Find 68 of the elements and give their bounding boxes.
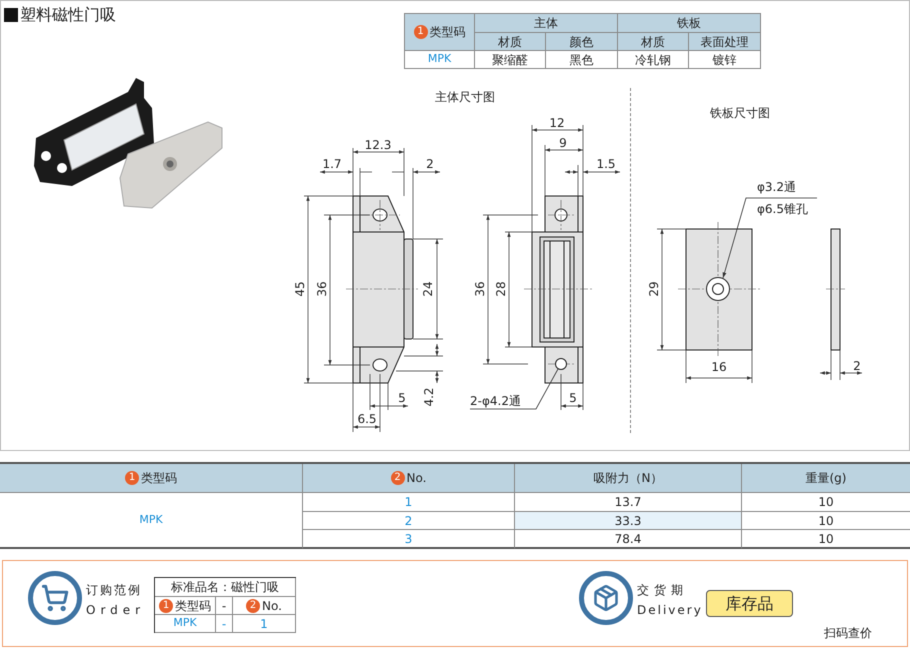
cell-text: 10 bbox=[818, 530, 834, 548]
cell-text: 3 bbox=[404, 530, 412, 548]
dimension-label: 2 bbox=[853, 360, 861, 372]
dimension-label: 36 bbox=[316, 281, 328, 297]
section-label: Delivery bbox=[637, 604, 703, 616]
callout-text: φ6.5锥孔 bbox=[757, 203, 809, 215]
dimension-label: 36 bbox=[474, 281, 486, 297]
dimension-label: 2 bbox=[426, 158, 434, 170]
cell-text: 标准品名：磁性门吸 bbox=[171, 579, 279, 596]
cell-text: 黑色 bbox=[570, 52, 594, 68]
cell-text: 10 bbox=[818, 512, 834, 530]
dimension-label: 28 bbox=[495, 281, 507, 297]
cell-text: 13.7 bbox=[614, 494, 642, 511]
cell-text: MPK bbox=[173, 615, 197, 632]
cell-text: - bbox=[222, 598, 226, 614]
cell-text: 材质 bbox=[498, 34, 522, 50]
dimension-label: 12.3 bbox=[364, 139, 392, 151]
cell-text: 重量(g) bbox=[806, 470, 846, 487]
cell-text: 类型码 bbox=[175, 598, 211, 614]
cell-text: - bbox=[222, 616, 226, 632]
section-label: 交货期 bbox=[637, 584, 688, 596]
cell-text: 材质 bbox=[641, 34, 665, 50]
cell-text: 铁板 bbox=[677, 15, 701, 32]
dimension-label: 5 bbox=[569, 392, 577, 404]
cell-text: 类型码 bbox=[430, 24, 466, 41]
number-badge: 2 bbox=[390, 471, 405, 485]
cell-text: No. bbox=[262, 598, 282, 614]
dimension-label: 5 bbox=[398, 392, 406, 404]
dimension-label: 6.5 bbox=[357, 413, 377, 425]
callout-text: 2-φ4.2通 bbox=[470, 395, 522, 407]
number-badge: 1 bbox=[414, 25, 428, 39]
page-title: 塑料磁性门吸 bbox=[20, 5, 116, 25]
section-label: 订购范例 bbox=[86, 584, 142, 596]
cell-text: 33.3 bbox=[614, 512, 642, 530]
dimension-label: 45 bbox=[294, 281, 306, 297]
view-title: 主体尺寸图 bbox=[435, 91, 495, 103]
cell-text: 1 bbox=[404, 494, 412, 511]
leader-line bbox=[722, 198, 818, 278]
dimension-label: 16 bbox=[711, 361, 727, 373]
callout-text: φ3.2通 bbox=[757, 181, 797, 193]
cell-text: 主体 bbox=[534, 15, 558, 32]
cell-text: 颜色 bbox=[570, 34, 594, 50]
cell-text: 10 bbox=[818, 494, 834, 511]
section-label: Order bbox=[86, 604, 146, 616]
cell-text: 1 bbox=[260, 616, 268, 632]
cell-text: 78.4 bbox=[614, 530, 642, 548]
cell-text: 镀锌 bbox=[712, 52, 736, 68]
cell-text: MPK bbox=[428, 51, 452, 68]
dimension-label: 12 bbox=[549, 117, 565, 129]
dimension-label: 24 bbox=[422, 281, 434, 297]
cell-text: 聚缩醛 bbox=[492, 52, 528, 68]
cell-text: 表面处理 bbox=[700, 34, 748, 50]
cell-text: 吸附力（N） bbox=[594, 470, 662, 487]
cell-text: MPK bbox=[139, 512, 163, 528]
cell-text: 类型码 bbox=[141, 470, 177, 487]
cell-text: 2 bbox=[404, 512, 412, 530]
cell-text: 冷轧钢 bbox=[635, 52, 671, 68]
dimension-label: 1.5 bbox=[596, 158, 616, 170]
dimension-label: 9 bbox=[559, 137, 567, 149]
dimension-label: 1.7 bbox=[322, 158, 342, 170]
cell-text: No. bbox=[406, 470, 426, 487]
view-title: 铁板尺寸图 bbox=[710, 107, 770, 119]
leader-line bbox=[470, 368, 558, 410]
number-badge: 1 bbox=[125, 471, 139, 485]
dimension-label: 29 bbox=[648, 281, 660, 297]
dimension-label: 4.2 bbox=[423, 387, 435, 407]
stock-badge: 库存品 bbox=[706, 590, 793, 617]
caption: 扫码查价 bbox=[824, 627, 872, 639]
